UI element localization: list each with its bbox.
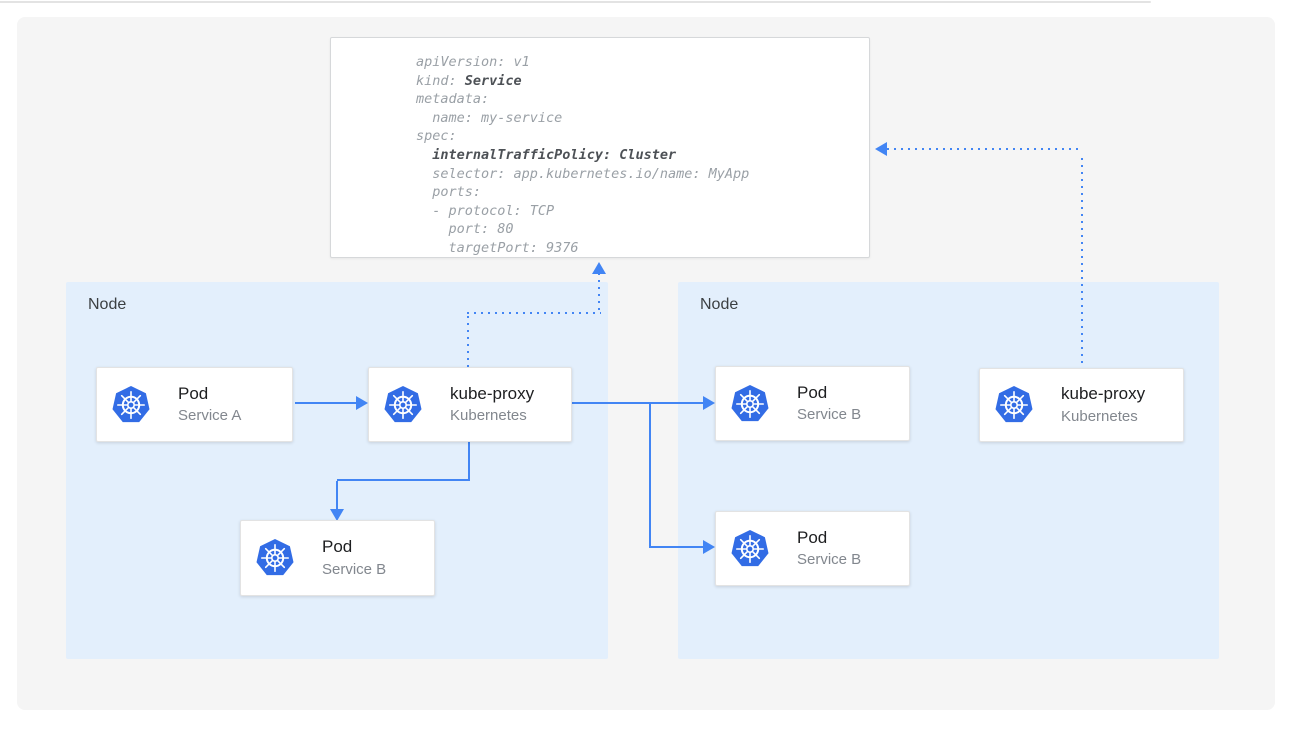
kubernetes-icon bbox=[994, 385, 1034, 425]
dotted-kubeproxy-right-up bbox=[1081, 158, 1083, 368]
node-box-right: Node bbox=[678, 282, 1219, 659]
dotted-to-yaml-right bbox=[887, 148, 1083, 150]
card-title: Pod bbox=[178, 383, 209, 403]
arrowhead-right-icon bbox=[703, 540, 715, 554]
card-subtitle: Service A bbox=[178, 407, 242, 425]
yaml-line: selector: app.kubernetes.io/name: MyApp bbox=[416, 165, 750, 182]
yaml-line: port: 80 bbox=[416, 221, 514, 238]
arrowhead-right-icon bbox=[703, 396, 715, 410]
arrow-branch-to-podb-right-bottom bbox=[649, 546, 703, 548]
dotted-kubeproxy-up bbox=[467, 316, 469, 367]
node-label: Node bbox=[88, 296, 127, 313]
arrow-branch-vertical bbox=[649, 404, 651, 547]
top-divider bbox=[0, 1, 1151, 3]
yaml-line: name: my-service bbox=[416, 109, 563, 126]
yaml-line: ports: bbox=[416, 184, 482, 201]
yaml-line: metadata: bbox=[416, 91, 490, 108]
kubernetes-icon bbox=[255, 538, 295, 578]
kube-proxy-right-card: kube-proxy Kubernetes bbox=[979, 368, 1184, 442]
pod-service-a-card: Pod Service A bbox=[96, 367, 293, 442]
service-yaml-card: apiVersion: v1 kind: Service metadata: n… bbox=[330, 37, 870, 258]
kubernetes-icon bbox=[383, 385, 423, 425]
arrowhead-right-icon bbox=[356, 396, 368, 410]
card-title: kube-proxy bbox=[450, 383, 535, 403]
arrow-kubeproxy-down bbox=[468, 442, 470, 481]
yaml-line: targetPort: 9376 bbox=[416, 239, 579, 256]
dotted-kubeproxy-right bbox=[467, 312, 601, 314]
pod-service-b-left-card: Pod Service B bbox=[240, 520, 435, 596]
card-subtitle: Kubernetes bbox=[1061, 407, 1138, 425]
kubernetes-icon bbox=[111, 385, 151, 425]
card-title: kube-proxy bbox=[1061, 384, 1146, 404]
card-title: Pod bbox=[797, 527, 828, 547]
arrow-poda-to-kubeproxy bbox=[295, 402, 356, 404]
card-title: Pod bbox=[797, 382, 828, 402]
arrow-to-podb-left bbox=[336, 481, 338, 510]
node-box-left: Node bbox=[66, 282, 608, 659]
kubernetes-icon bbox=[730, 529, 770, 569]
yaml-line: kind: Service bbox=[416, 72, 522, 89]
yaml-line: apiVersion: v1 bbox=[416, 54, 530, 70]
card-subtitle: Service B bbox=[322, 560, 387, 578]
card-subtitle: Service B bbox=[797, 406, 862, 424]
arrow-kubeproxy-left bbox=[337, 479, 470, 481]
arrowhead-up-icon bbox=[592, 262, 606, 274]
node-label: Node bbox=[700, 296, 739, 313]
kube-proxy-left-card: kube-proxy Kubernetes bbox=[368, 367, 572, 442]
kubernetes-icon bbox=[730, 384, 770, 424]
arrowhead-left-icon bbox=[875, 142, 887, 156]
arrowhead-down-icon bbox=[330, 509, 344, 521]
arrow-kubeproxy-to-podb-right-top bbox=[572, 402, 703, 404]
dotted-to-yaml-bottom bbox=[598, 273, 600, 313]
yaml-line: spec: bbox=[416, 128, 457, 145]
yaml-line: - protocol: TCP bbox=[416, 202, 555, 219]
card-subtitle: Service B bbox=[797, 551, 862, 569]
card-title: Pod bbox=[322, 537, 353, 557]
pod-service-b-right-bottom-card: Pod Service B bbox=[715, 511, 910, 586]
card-subtitle: Kubernetes bbox=[450, 407, 527, 425]
pod-service-b-right-top-card: Pod Service B bbox=[715, 366, 910, 441]
yaml-line: internalTrafficPolicy: Cluster bbox=[432, 146, 677, 163]
